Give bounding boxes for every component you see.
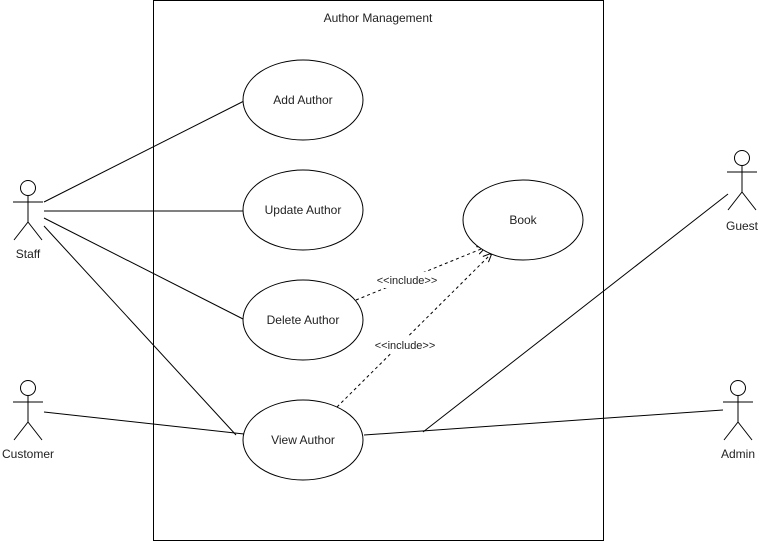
association-staff-view-author bbox=[43, 225, 237, 436]
actor-staff-label: Staff bbox=[16, 247, 41, 261]
use-case-update-author[interactable]: Update Author bbox=[242, 169, 364, 251]
actor-customer-label: Customer bbox=[2, 447, 54, 461]
use-case-book[interactable]: Book bbox=[462, 179, 584, 261]
use-case-delete-author-label: Delete Author bbox=[267, 313, 340, 327]
stick-figure-icon bbox=[13, 180, 43, 241]
use-case-delete-author[interactable]: Delete Author bbox=[242, 279, 364, 361]
associations bbox=[43, 99, 729, 436]
use-case-book-label: Book bbox=[509, 213, 537, 227]
use-case-view-author-label: View Author bbox=[271, 433, 335, 447]
system-title: Author Management bbox=[324, 11, 433, 25]
include-label-delete: <<include>> bbox=[377, 275, 438, 287]
use-case-update-author-label: Update Author bbox=[265, 203, 342, 217]
include-arrow-view-book bbox=[336, 253, 492, 408]
actor-customer[interactable]: Customer bbox=[2, 380, 54, 462]
stick-figure-icon bbox=[13, 380, 43, 441]
stick-figure-icon bbox=[723, 380, 753, 441]
actor-admin[interactable]: Admin bbox=[721, 380, 755, 462]
system-boundary bbox=[153, 0, 604, 541]
actor-guest-label: Guest bbox=[726, 219, 759, 233]
association-staff-add-author bbox=[43, 99, 247, 203]
actor-guest[interactable]: Guest bbox=[726, 150, 759, 234]
include-label-view: <<include>> bbox=[375, 340, 436, 352]
association-customer-view-author bbox=[43, 411, 245, 435]
use-case-add-author[interactable]: Add Author bbox=[242, 59, 364, 141]
use-case-view-author[interactable]: View Author bbox=[242, 399, 364, 481]
association-guest-view-author bbox=[422, 193, 729, 433]
actor-staff[interactable]: Staff bbox=[13, 180, 43, 262]
include-arrow-delete-book bbox=[355, 247, 486, 301]
stick-figure-icon bbox=[727, 150, 757, 211]
association-admin-view-author bbox=[363, 409, 724, 436]
association-staff-delete-author bbox=[43, 217, 246, 321]
actor-admin-label: Admin bbox=[721, 447, 755, 461]
include-dependencies: <<include>> <<include>> bbox=[336, 247, 492, 408]
use-case-add-author-label: Add Author bbox=[273, 93, 332, 107]
